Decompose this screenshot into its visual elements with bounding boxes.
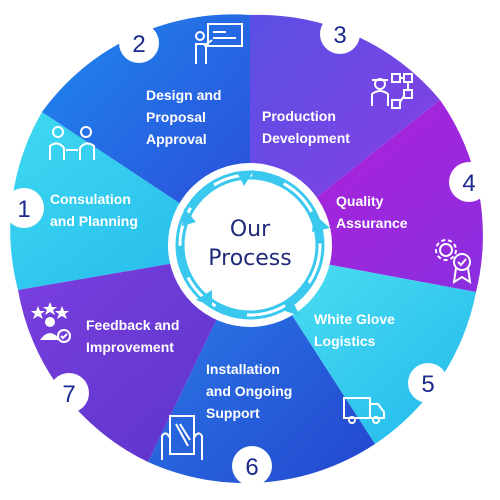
gear-badge-icon — [435, 239, 472, 284]
step-number-6: 6 — [245, 454, 258, 481]
step-number-1: 1 — [17, 196, 30, 223]
step-number-5: 5 — [421, 371, 434, 398]
badge-1: 1 — [4, 188, 44, 228]
cycle-arrows-icon — [182, 170, 330, 316]
badge-5: 5 — [408, 363, 448, 403]
rating-user-icon — [31, 302, 71, 343]
step-label-2: Design and Proposal Approval — [146, 87, 225, 147]
step-label-1: Consulation and Planning — [50, 191, 138, 229]
badge-6: 6 — [232, 446, 272, 486]
mirror-installation-icon — [161, 415, 203, 460]
segment-installation — [148, 250, 375, 484]
delivery-truck-icon — [343, 397, 385, 424]
number-badges: 1 2 3 4 5 6 7 — [4, 14, 489, 486]
center-title-line-2: Process — [208, 246, 291, 271]
step-label-7: Feedback and Improvement — [86, 317, 183, 355]
step-label-5: White Glove Logistics — [314, 311, 399, 349]
step-labels: Consulation and Planning Design and Prop… — [50, 87, 408, 421]
step-label-3: Production Development — [262, 108, 350, 146]
meeting-icon — [49, 126, 95, 160]
badge-4: 4 — [449, 162, 489, 202]
badge-7: 7 — [49, 373, 89, 413]
badge-2: 2 — [119, 23, 159, 63]
step-number-7: 7 — [62, 381, 75, 408]
center-hub: Our Process — [168, 163, 332, 327]
step-label-6: Installation and Ongoing Support — [206, 361, 296, 421]
step-label-4: Quality Assurance — [336, 193, 408, 231]
step-number-4: 4 — [462, 170, 475, 197]
engineer-workflow-icon — [371, 73, 413, 109]
badge-3: 3 — [320, 14, 360, 54]
presentation-icon — [195, 23, 243, 64]
step-number-2: 2 — [132, 31, 145, 58]
step-number-3: 3 — [333, 22, 346, 49]
segment-feedback — [18, 250, 250, 462]
center-title-line-1: Our — [230, 217, 271, 242]
